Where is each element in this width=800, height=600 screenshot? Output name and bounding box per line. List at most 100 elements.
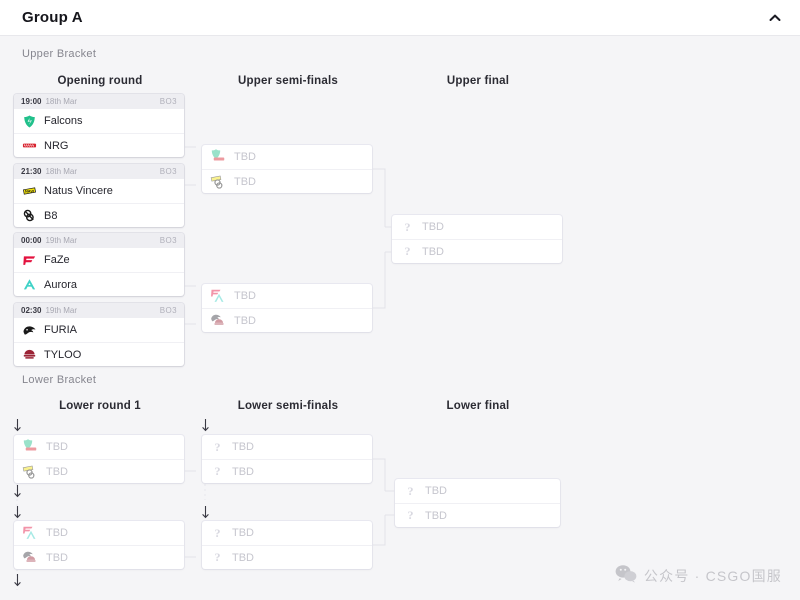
question-mark-icon: ? [214, 525, 221, 540]
team-row[interactable]: FURIA [14, 318, 184, 342]
faze-aurora-stack [22, 525, 39, 541]
round-label-lower-final: Lower final [446, 400, 510, 412]
team-name: Natus Vincere [44, 185, 113, 197]
match-card[interactable]: 00:00 19th Mar BO3 FaZe Aurora [14, 233, 184, 296]
team-name: TBD [425, 509, 447, 522]
match-header: 21:30 18th Mar BO3 [14, 164, 184, 179]
team-row[interactable]: TBD [202, 308, 372, 332]
question-mark-icon: ? [404, 219, 411, 234]
team-row[interactable]: FaZe [14, 248, 184, 272]
team-name: TBD [232, 441, 254, 453]
team-row[interactable]: TBD [202, 145, 372, 169]
drop-arrow-icon [13, 419, 22, 432]
lower-bracket-label: Lower Bracket [22, 374, 97, 386]
team-row[interactable]: ? TBD [395, 479, 560, 503]
team-name: TBD [232, 551, 254, 564]
wechat-icon [615, 564, 637, 588]
team-row[interactable]: TBD [14, 459, 184, 483]
team-name: TBD [46, 527, 68, 539]
match-format: BO3 [159, 306, 177, 315]
faze-logo [22, 253, 37, 268]
team-name: TBD [234, 175, 256, 188]
team-row[interactable]: ? TBD [392, 215, 562, 239]
falcons-logo [22, 114, 37, 129]
round-label-lower-round-1: Lower round 1 [59, 400, 141, 412]
team-row[interactable]: ? TBD [202, 435, 372, 459]
team-row[interactable]: B8 [14, 203, 184, 227]
match-header: 19:00 18th Mar BO3 [14, 94, 184, 109]
team-row[interactable]: NRG [14, 133, 184, 157]
team-name: TBD [234, 151, 256, 163]
match-time: 02:30 [21, 306, 42, 315]
team-row[interactable]: NAVI Natus Vincere [14, 179, 184, 203]
faze-aurora-stack [210, 288, 227, 304]
team-row[interactable]: TYLOO [14, 342, 184, 366]
falcons-nrg-stack [22, 439, 39, 455]
team-name: TBD [234, 314, 256, 327]
drop-arrow-icon [13, 574, 22, 587]
team-name: TBD [232, 465, 254, 478]
team-name: B8 [44, 209, 58, 222]
furia-tyloo-stack [210, 313, 227, 329]
team-name: TBD [422, 221, 444, 233]
team-row[interactable]: ? TBD [202, 521, 372, 545]
match-card[interactable]: ? TBD ? TBD [202, 435, 372, 483]
round-label-upper-final: Upper final [446, 75, 510, 87]
team-row[interactable]: ? TBD [395, 503, 560, 527]
match-time: 21:30 [21, 167, 42, 176]
match-card[interactable]: 21:30 18th Mar BO3 NAVI Natus Vincere B8 [14, 164, 184, 227]
navi-b8-stack [22, 464, 39, 480]
upper-bracket-label: Upper Bracket [22, 48, 97, 60]
navi-logo: NAVI [22, 184, 37, 199]
match-date: 18th Mar [45, 97, 78, 106]
team-row[interactable]: TBD [14, 521, 184, 545]
team-name: FURIA [44, 324, 77, 336]
round-label-opening: Opening round [57, 75, 143, 87]
team-name: TBD [46, 551, 68, 564]
question-mark-icon: ? [407, 483, 414, 498]
drop-arrow-icon [201, 506, 210, 519]
team-row[interactable]: TBD [202, 284, 372, 308]
team-name: Aurora [44, 278, 78, 291]
match-card[interactable]: TBD TBD [202, 145, 372, 193]
match-card[interactable]: 19:00 18th Mar BO3 Falcons NRG [14, 94, 184, 157]
team-row[interactable]: Falcons [14, 109, 184, 133]
question-mark-icon: ? [407, 508, 414, 522]
match-format: BO3 [159, 97, 177, 106]
match-header: 00:00 19th Mar BO3 [14, 233, 184, 248]
match-format: BO3 [159, 167, 177, 176]
team-row[interactable]: TBD [14, 545, 184, 569]
team-row[interactable]: TBD [14, 435, 184, 459]
match-card[interactable]: ? TBD ? TBD [395, 479, 560, 527]
team-row[interactable]: ? TBD [392, 239, 562, 263]
team-name: TBD [422, 245, 444, 258]
match-card[interactable]: ? TBD ? TBD [392, 215, 562, 263]
tyloo-logo [22, 347, 37, 362]
drop-arrow-icon [13, 506, 22, 519]
team-name: TBD [234, 290, 256, 302]
match-card[interactable]: TBD TBD [202, 284, 372, 332]
match-date: 19th Mar [45, 306, 78, 315]
falcons-nrg-stack [210, 149, 227, 165]
match-card[interactable]: ? TBD ? TBD [202, 521, 372, 569]
match-card[interactable]: 02:30 19th Mar BO3 FURIA TYLOO [14, 303, 184, 366]
chevron-up-icon[interactable] [768, 11, 782, 25]
round-label-upper-semis: Upper semi-finals [238, 75, 338, 87]
match-card[interactable]: TBD TBD [14, 521, 184, 569]
team-row[interactable]: ? TBD [202, 545, 372, 569]
match-card[interactable]: TBD TBD [14, 435, 184, 483]
svg-text:NAVI: NAVI [25, 188, 34, 193]
match-date: 19th Mar [45, 236, 78, 245]
b8-logo [22, 208, 37, 223]
team-name: TBD [232, 527, 254, 539]
drop-arrow-icon [13, 485, 22, 498]
team-row[interactable]: ? TBD [202, 459, 372, 483]
team-row[interactable]: TBD [202, 169, 372, 193]
furia-tyloo-stack [22, 550, 39, 566]
team-row[interactable]: Aurora [14, 272, 184, 296]
aurora-logo [22, 277, 37, 292]
group-header[interactable]: Group A [0, 0, 800, 36]
team-name: TBD [46, 441, 68, 453]
